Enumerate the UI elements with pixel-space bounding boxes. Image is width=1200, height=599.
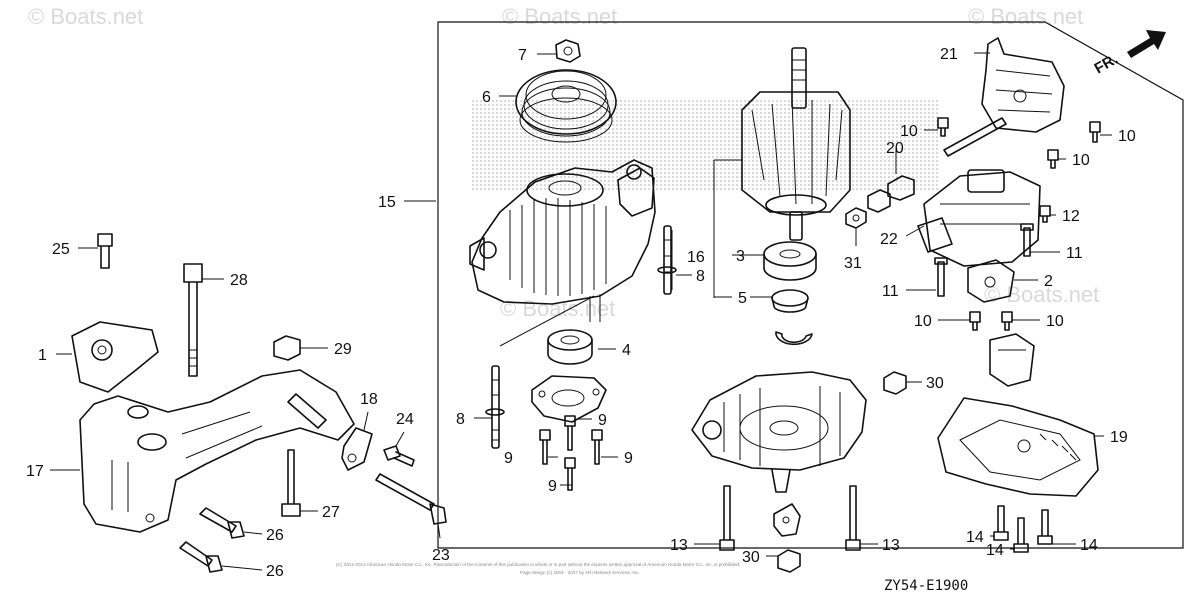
callout-23[interactable]: 23: [432, 547, 450, 564]
callout-12[interactable]: 12: [1062, 208, 1080, 225]
callout-11[interactable]: 11: [1066, 245, 1083, 262]
callout-8[interactable]: 8: [696, 268, 705, 285]
background-logo-pattern: [470, 98, 940, 190]
part-2-bracket: [967, 259, 1015, 303]
part-22-rectifier: [917, 169, 1041, 267]
watermark-text: © Boats.net: [984, 282, 1099, 307]
callout-7[interactable]: 7: [518, 47, 527, 64]
part-4-bearing: [547, 329, 593, 365]
callout-13[interactable]: 13: [670, 537, 688, 554]
callout-16[interactable]: 16: [687, 249, 705, 266]
callout-17[interactable]: 17: [26, 463, 44, 480]
part-7-nut: [555, 39, 581, 63]
assembly-boundary-frame: [437, 21, 1184, 549]
callout-1[interactable]: 1: [38, 347, 47, 364]
callout-10[interactable]: 10: [1118, 128, 1136, 145]
callout-4[interactable]: 4: [622, 342, 631, 359]
callout-9[interactable]: 9: [504, 450, 513, 467]
callout-10[interactable]: 10: [1046, 313, 1064, 330]
callout-numbers: 7 6 15 8 16 3 5 4 8 9 9 9 9 21 10 10 10 …: [26, 46, 1136, 580]
watermark-text: © Boats.net: [500, 296, 615, 321]
callout-20[interactable]: 20: [886, 140, 904, 157]
terminal-bracket: [773, 503, 801, 537]
copyright-design-line: Page design (c) 2004 - 2017 by ARI Netwo…: [520, 570, 640, 575]
part-29-nut: [273, 335, 301, 361]
callout-14[interactable]: 14: [986, 542, 1004, 559]
terminal-cap: [989, 333, 1035, 387]
part-8-stud-bolt-lower: [485, 365, 505, 449]
callout-21[interactable]: 21: [940, 46, 958, 63]
copyright-line: (C) 2012-2013 American Honda Motor Co., …: [336, 562, 740, 567]
part-31-nut: [845, 207, 867, 229]
part-13-through-bolts: [719, 485, 861, 551]
watermark-text: © Boats.net: [502, 4, 617, 29]
callout-14[interactable]: 14: [1080, 537, 1098, 554]
front-direction-indicator: FR.: [1092, 30, 1166, 78]
callout-5[interactable]: 5: [738, 290, 747, 307]
part-21-regulator: [943, 37, 1065, 157]
callout-24[interactable]: 24: [396, 411, 414, 428]
part-10-bolts: [937, 117, 1101, 331]
callout-14[interactable]: 14: [966, 529, 984, 546]
front-direction-label: FR.: [1092, 51, 1121, 78]
part-20-terminal-insulator: [867, 175, 915, 213]
part-26-bolts: [179, 507, 245, 573]
callout-6[interactable]: 6: [482, 89, 491, 106]
callout-28[interactable]: 28: [230, 272, 248, 289]
part-30-nuts: [777, 371, 907, 573]
callout-25[interactable]: 25: [52, 241, 70, 258]
front-arrow-icon: [1127, 30, 1166, 58]
part-15-alternator-assembly: [469, 159, 656, 322]
callout-19[interactable]: 19: [1110, 429, 1128, 446]
callout-18[interactable]: 18: [360, 391, 378, 408]
callout-31[interactable]: 31: [844, 255, 862, 272]
callout-8[interactable]: 8: [456, 411, 465, 428]
callout-30[interactable]: 30: [742, 549, 760, 566]
callout-13[interactable]: 13: [882, 537, 900, 554]
callout-26[interactable]: 26: [266, 527, 284, 544]
part-16-rotor: [741, 47, 851, 241]
callout-2[interactable]: 2: [1044, 273, 1053, 290]
callout-11[interactable]: 11: [882, 283, 899, 300]
callout-9[interactable]: 9: [548, 478, 557, 495]
part-25-bolt: [97, 233, 113, 269]
part-3-bearing: [763, 241, 817, 281]
callout-10[interactable]: 10: [914, 313, 932, 330]
retaining-clip: [775, 331, 813, 346]
callout-29[interactable]: 29: [334, 341, 352, 358]
part-11-bolts: [934, 223, 1034, 297]
callout-30[interactable]: 30: [926, 375, 944, 392]
rear-end-frame: [691, 371, 867, 493]
part-24-bolt: [383, 445, 415, 467]
watermark-group: © Boats.net © Boats.net © Boats.net © Bo…: [28, 4, 1099, 321]
callout-10[interactable]: 10: [1072, 152, 1090, 169]
callout-3[interactable]: 3: [736, 248, 745, 265]
part-23-long-bolt: [375, 473, 447, 525]
callout-15[interactable]: 15: [378, 194, 396, 211]
part-12-bolt: [1039, 205, 1051, 223]
callout-22[interactable]: 22: [880, 231, 898, 248]
part-18-clamp: [341, 427, 373, 471]
part-17-mount-bracket: [79, 369, 355, 533]
bearing-retainer-plate: [531, 375, 607, 423]
part-19-rear-cover: [937, 397, 1099, 497]
leader-lines: [50, 52, 1112, 571]
part-27-bolt: [281, 449, 301, 517]
watermark-text: © Boats.net: [28, 4, 143, 29]
callout-27[interactable]: 27: [322, 504, 340, 521]
part-5-bearing-cover: [771, 289, 809, 313]
callout-10[interactable]: 10: [900, 123, 918, 140]
part-28-long-bolt: [183, 263, 203, 377]
callout-9[interactable]: 9: [624, 450, 633, 467]
part-6-pulley: [515, 69, 617, 143]
watermark-text: © Boats.net: [968, 4, 1083, 29]
part-8-stud-bolt-upper: [657, 225, 677, 295]
part-9-screws: [539, 415, 603, 491]
part-1-bracket: [71, 321, 159, 393]
diagram-code: ZY54-E1900: [884, 578, 968, 594]
callout-9[interactable]: 9: [598, 412, 607, 429]
callout-26[interactable]: 26: [266, 563, 284, 580]
